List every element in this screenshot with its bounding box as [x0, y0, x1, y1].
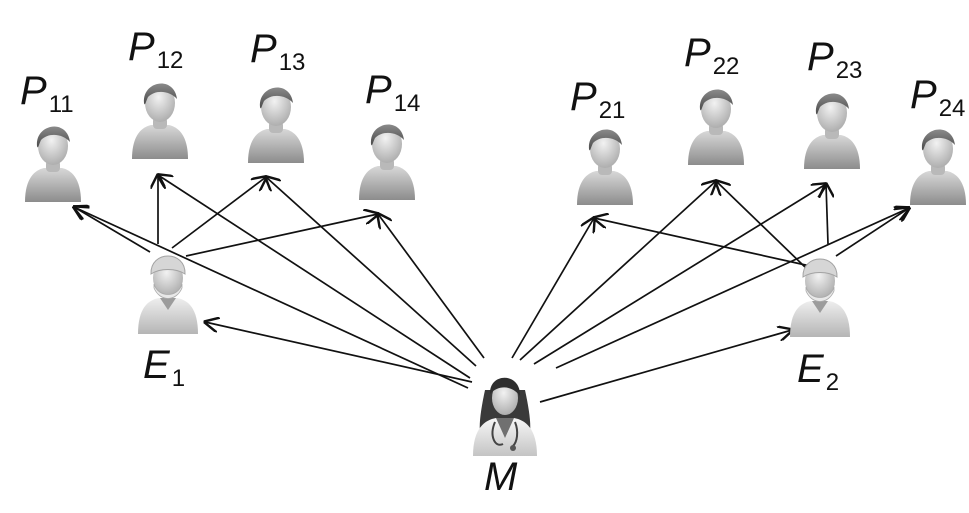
- patient-icon: [132, 83, 188, 159]
- patient-icon: [688, 89, 744, 165]
- label-p22: P22: [684, 31, 739, 80]
- label-p14: P14: [365, 68, 420, 117]
- surgeon-icon: [790, 258, 850, 337]
- label-m: M: [484, 455, 518, 499]
- label-p13: P13: [250, 27, 305, 76]
- patient-icon: [248, 87, 304, 163]
- nodes-layer: [25, 83, 966, 456]
- arrow-m-to-p14: [378, 214, 485, 359]
- arrow-e1-to-p11: [74, 207, 151, 253]
- arrow-m-to-p13: [266, 177, 477, 367]
- label-p24: P24: [910, 73, 965, 122]
- arrow-m-to-p22: [519, 181, 716, 361]
- label-p12: P12: [128, 25, 183, 74]
- arrow-m-to-p11: [74, 207, 469, 389]
- surgeon-icon: [138, 255, 198, 334]
- arrow-m-to-e2: [539, 330, 792, 403]
- patient-icon: [804, 93, 860, 169]
- label-p21: P21: [570, 75, 625, 124]
- arrow-e1-to-p14: [185, 214, 378, 257]
- arrow-e2-to-p24: [835, 208, 909, 257]
- arrow-e1-to-p13: [171, 177, 266, 249]
- patient-icon: [359, 124, 415, 200]
- arrow-m-to-p21: [511, 218, 594, 359]
- label-e2: E2: [797, 347, 839, 396]
- arrow-m-to-p23: [533, 184, 826, 365]
- arrow-m-to-p24: [555, 208, 909, 369]
- edges-layer: [74, 175, 909, 403]
- patient-icon: [577, 129, 633, 205]
- arrow-e2-to-p21: [594, 218, 811, 267]
- arrow-e2-to-p23: [826, 184, 828, 245]
- arrow-m-to-e1: [205, 322, 473, 383]
- arrow-e2-to-p22: [716, 181, 807, 269]
- label-p23: P23: [807, 35, 862, 84]
- label-e1: E1: [143, 343, 185, 392]
- patient-icon: [910, 129, 966, 205]
- doctor-icon: [473, 377, 537, 456]
- arrow-m-to-p12: [158, 175, 471, 379]
- label-p11: P11: [20, 69, 74, 118]
- patient-icon: [25, 126, 81, 202]
